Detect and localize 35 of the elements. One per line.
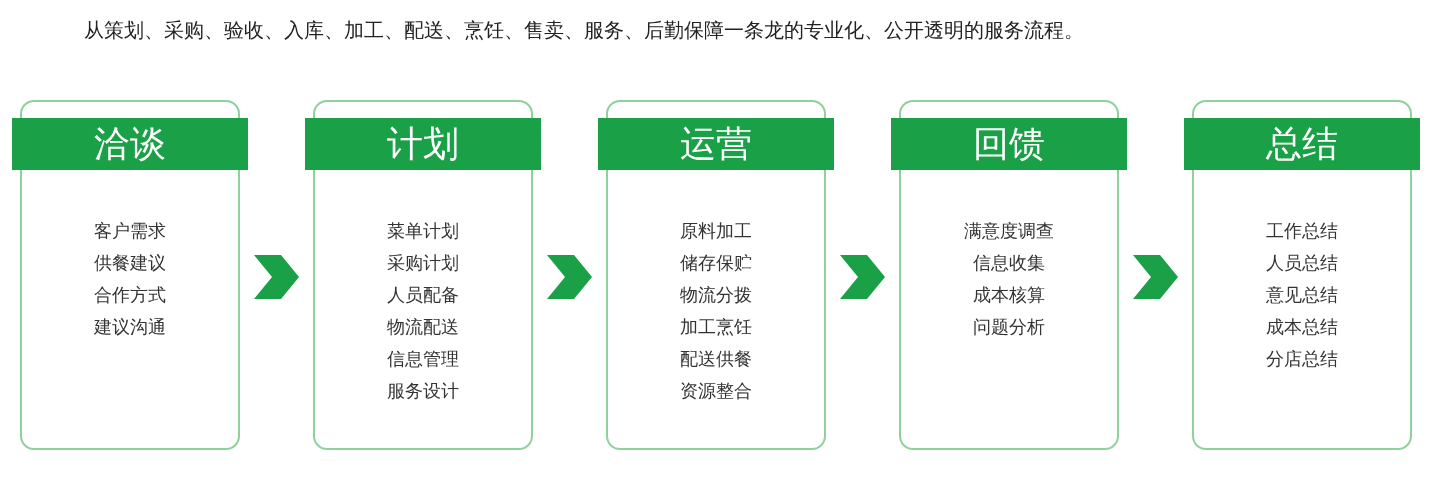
title: 从策划、采购、验收、入库、加工、配送、烹饪、售卖、服务、后勤保障一条龙的专业化、公开透明的服务流程。 xyxy=(84,18,1084,43)
chevron-arrow xyxy=(254,255,299,299)
task-item: 建议沟通 xyxy=(94,316,166,339)
task-item: 意见总结 xyxy=(1266,284,1338,307)
task-item: 信息管理 xyxy=(387,348,459,371)
task-item: 配送供餐 xyxy=(680,348,752,371)
task-item: 问题分析 xyxy=(973,316,1045,339)
task-item: 信息收集 xyxy=(973,252,1045,275)
task-item: 储存保贮 xyxy=(680,252,752,275)
task-item: 成本核算 xyxy=(973,284,1045,307)
chevron-arrow xyxy=(1133,255,1178,299)
task-item: 成本总结 xyxy=(1266,316,1338,339)
stage-heading: 总结 xyxy=(1184,118,1420,170)
task-item: 物流配送 xyxy=(387,316,459,339)
task-item: 人员配备 xyxy=(387,284,459,307)
task-item: 物流分拨 xyxy=(680,284,752,307)
task-item: 工作总结 xyxy=(1266,220,1338,243)
task-item: 资源整合 xyxy=(680,380,752,403)
stage-heading: 回馈 xyxy=(891,118,1127,170)
task-item: 加工烹饪 xyxy=(680,316,752,339)
task-item: 采购计划 xyxy=(387,252,459,275)
task-item: 分店总结 xyxy=(1266,348,1338,371)
stage-heading: 运营 xyxy=(598,118,834,170)
task-item: 菜单计划 xyxy=(387,220,459,243)
task-item: 供餐建议 xyxy=(94,252,166,275)
task-item: 满意度调查 xyxy=(964,220,1054,243)
stage-heading: 洽谈 xyxy=(12,118,248,170)
task-item: 合作方式 xyxy=(94,284,166,307)
task-item: 人员总结 xyxy=(1266,252,1338,275)
task-item: 服务设计 xyxy=(387,380,459,403)
chevron-arrow xyxy=(840,255,885,299)
task-item: 原料加工 xyxy=(680,220,752,243)
task-item: 客户需求 xyxy=(94,220,166,243)
stage-heading: 计划 xyxy=(305,118,541,170)
chevron-arrow xyxy=(547,255,592,299)
